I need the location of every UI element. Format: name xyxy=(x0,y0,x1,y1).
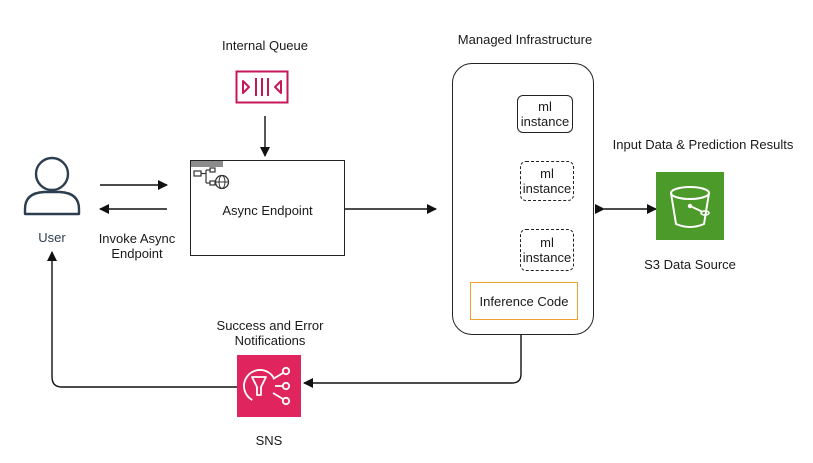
ml-instance-3-label: ml instance xyxy=(522,235,572,265)
user-icon xyxy=(23,156,81,216)
ml-instance-1-label: ml instance xyxy=(520,99,570,129)
infrastructure-to-sns-arrow xyxy=(303,335,522,388)
sns-label: SNS xyxy=(255,433,283,448)
invoke-label-line2: Endpoint xyxy=(111,246,163,261)
sqs-queue-icon xyxy=(235,70,289,104)
s3-label: S3 Data Source xyxy=(644,257,736,272)
internal-queue-label: Internal Queue xyxy=(221,38,308,53)
managed-infrastructure-label: Managed Infrastructure xyxy=(457,32,593,47)
sns-to-user-arrow xyxy=(47,251,237,388)
inference-code-label: Inference Code xyxy=(479,293,569,309)
async-endpoint-box: Async Endpoint xyxy=(190,160,345,256)
s3-bucket-icon xyxy=(656,172,724,240)
ml-instance-3: ml instance xyxy=(520,229,574,271)
ml-instance-1: ml instance xyxy=(517,95,573,133)
input-data-label: Input Data & Prediction Results xyxy=(612,137,794,152)
ml-instance-2-label: ml instance xyxy=(522,166,572,196)
sns-icon xyxy=(237,355,301,417)
endpoint-icon xyxy=(191,161,230,190)
async-endpoint-label: Async Endpoint xyxy=(222,203,313,218)
inference-code-box: Inference Code xyxy=(470,282,578,320)
notifications-label-line2: Notifications xyxy=(234,333,306,348)
ml-instance-2: ml instance xyxy=(520,161,574,201)
invoke-label-line1: Invoke Async xyxy=(98,231,176,246)
user-label: User xyxy=(38,230,66,245)
notifications-label-line1: Success and Error xyxy=(216,318,324,333)
